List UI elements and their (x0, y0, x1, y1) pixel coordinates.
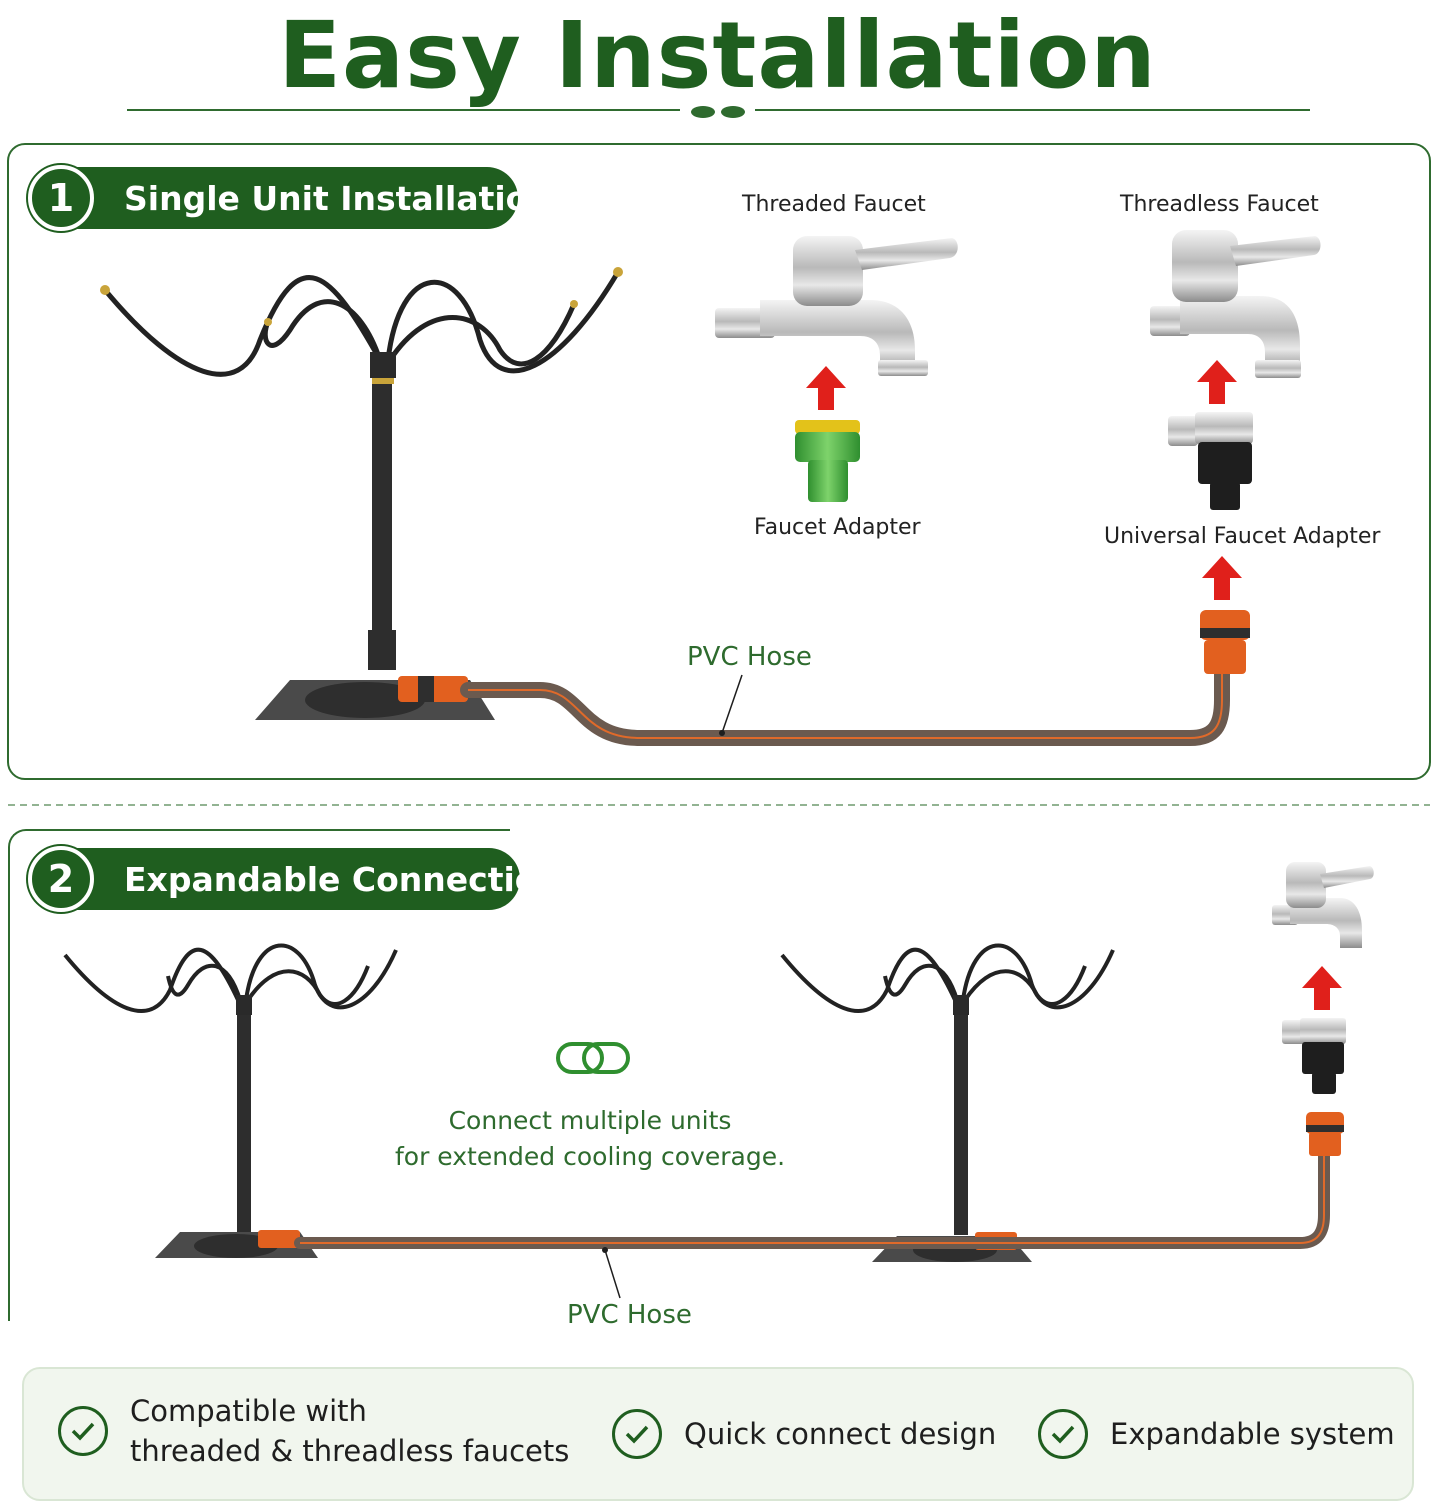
feature-quick-connect: Quick connect design (612, 1409, 996, 1459)
feature-compatible-line2: threaded & threadless faucets (130, 1434, 570, 1468)
universal-adapter-image (1168, 412, 1253, 510)
section-1-header: 1 Single Unit Installation (28, 165, 552, 231)
section-2-header: 2 Expandable Connection (28, 846, 561, 912)
threadless-faucet-label: Threadless Faucet (1120, 192, 1319, 217)
threaded-faucet-image (715, 236, 958, 376)
faucet-adapter-label: Faucet Adapter (754, 515, 921, 540)
universal-adapter-image-2 (1282, 1018, 1346, 1094)
feature-compatible: Compatible with threaded & threadless fa… (58, 1391, 569, 1471)
sprinkler-unit-2a (63, 943, 398, 1258)
pvc-hose-1 (460, 662, 1230, 746)
section-2-label: Expandable Connection (124, 859, 561, 899)
threaded-faucet-label: Threaded Faucet (742, 192, 926, 217)
arrow-up-icon (806, 360, 1342, 1010)
threadless-faucet-image (1150, 230, 1321, 378)
title-divider (127, 106, 1310, 118)
quick-connector-1 (1200, 610, 1250, 674)
sprinkler-unit-2b (780, 943, 1115, 1262)
link-icon (556, 1042, 630, 1074)
section-2-number: 2 (28, 846, 94, 912)
page-title: Easy Installation (278, 2, 1157, 109)
expand-note: Connect multiple units for extended cool… (380, 1103, 800, 1175)
check-icon (612, 1409, 662, 1459)
pvc-hose-label-1: PVC Hose (687, 642, 812, 672)
quick-connector-2 (1306, 1112, 1344, 1156)
pvc-hose-label-2: PVC Hose (567, 1300, 692, 1330)
expand-note-line2: for extended cooling coverage. (394, 1142, 786, 1171)
feature-compatible-line1: Compatible with (130, 1394, 367, 1428)
universal-adapter-label: Universal Faucet Adapter (1104, 524, 1381, 549)
faucet-image-2 (1272, 862, 1374, 948)
features-strip: Compatible with threaded & threadless fa… (22, 1367, 1414, 1501)
feature-expandable: Expandable system (1038, 1409, 1395, 1459)
section-1-number: 1 (28, 165, 94, 231)
check-icon (1038, 1409, 1088, 1459)
expand-note-line1: Connect multiple units (448, 1106, 732, 1135)
expandable-panel (8, 829, 510, 1321)
faucet-adapter-image (795, 420, 860, 502)
section-1-label: Single Unit Installation (124, 178, 552, 218)
check-icon (58, 1406, 108, 1456)
sprinkler-unit-1 (100, 267, 623, 720)
feature-quick-connect-label: Quick connect design (684, 1417, 997, 1451)
feature-expandable-label: Expandable system (1110, 1417, 1395, 1451)
